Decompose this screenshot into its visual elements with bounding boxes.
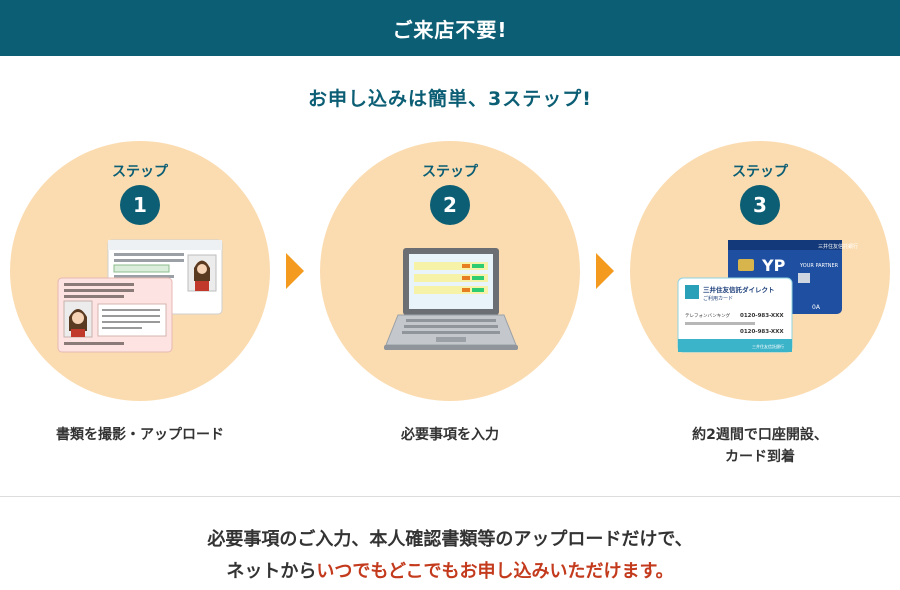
step-1-number: 1	[120, 185, 160, 225]
bottom-line-1: 必要事項のご入力、本人確認書類等のアップロードだけで、	[207, 529, 693, 550]
card-phone-2: 0120-983-XXX	[740, 329, 784, 335]
svg-text:YP: YP	[761, 256, 786, 275]
card-bank-name-2: 三井住友信託銀行	[752, 343, 784, 349]
step-1-label: ステップ	[112, 164, 168, 180]
step-3-number: 3	[740, 185, 780, 225]
laptop-illustration	[384, 248, 518, 350]
card-title-1: 三井住友信託ダイレクト	[703, 285, 775, 294]
step-2-circle: ステップ 2	[320, 141, 580, 401]
card-bank-name: 三井住友信託銀行	[818, 243, 858, 250]
card-title-2: ご利用カード	[703, 295, 733, 302]
id-documents-illustration	[57, 239, 223, 353]
step-2-caption: 必要事項を入力	[401, 427, 499, 443]
card-your-partner: YOUR PARTNER	[799, 263, 839, 269]
page-subtitle: お申し込みは簡単、3ステップ!	[308, 88, 592, 110]
arrow-right-icon	[596, 253, 614, 289]
step-3-caption-line2: カード到着	[725, 449, 795, 465]
step-3-label: ステップ	[732, 164, 788, 180]
banner-title: ご来店不要!	[392, 17, 508, 42]
bottom-line-2: ネットからいつでもどこでもお申し込みいただけます。	[0, 556, 900, 588]
step-3-circle: ステップ 3 三井住友信託銀行 YP YOUR PARTNER 0A 三井住友信…	[630, 141, 890, 401]
section-divider	[0, 496, 900, 497]
header-banner: ご来店不要!	[0, 0, 900, 56]
step-3-caption-line1: 約2週間で口座開設、	[692, 427, 828, 443]
card-code: 0A	[812, 304, 821, 311]
step-3-caption: 約2週間で口座開設、 カード到着	[630, 424, 890, 468]
bank-cards-illustration: 三井住友信託銀行 YP YOUR PARTNER 0A 三井住友信託ダイレクト …	[677, 240, 858, 353]
step-1-caption: 書類を撮影・アップロード	[56, 427, 224, 443]
bottom-line-2-plain: ネットから	[226, 561, 317, 582]
step-2-number: 2	[430, 185, 470, 225]
step-2-label: ステップ	[422, 164, 478, 180]
bottom-message: 必要事項のご入力、本人確認書類等のアップロードだけで、 ネットからいつでもどこで…	[0, 524, 900, 588]
arrow-right-icon	[286, 253, 304, 289]
card-tel-label: テレフォンバンキング	[685, 312, 731, 319]
bottom-line-2-highlight: いつでもどこでもお申し込みいただけます。	[316, 561, 674, 582]
card-phone: 0120-983-XXX	[740, 313, 784, 319]
step-1-circle: ステップ 1	[10, 141, 270, 401]
